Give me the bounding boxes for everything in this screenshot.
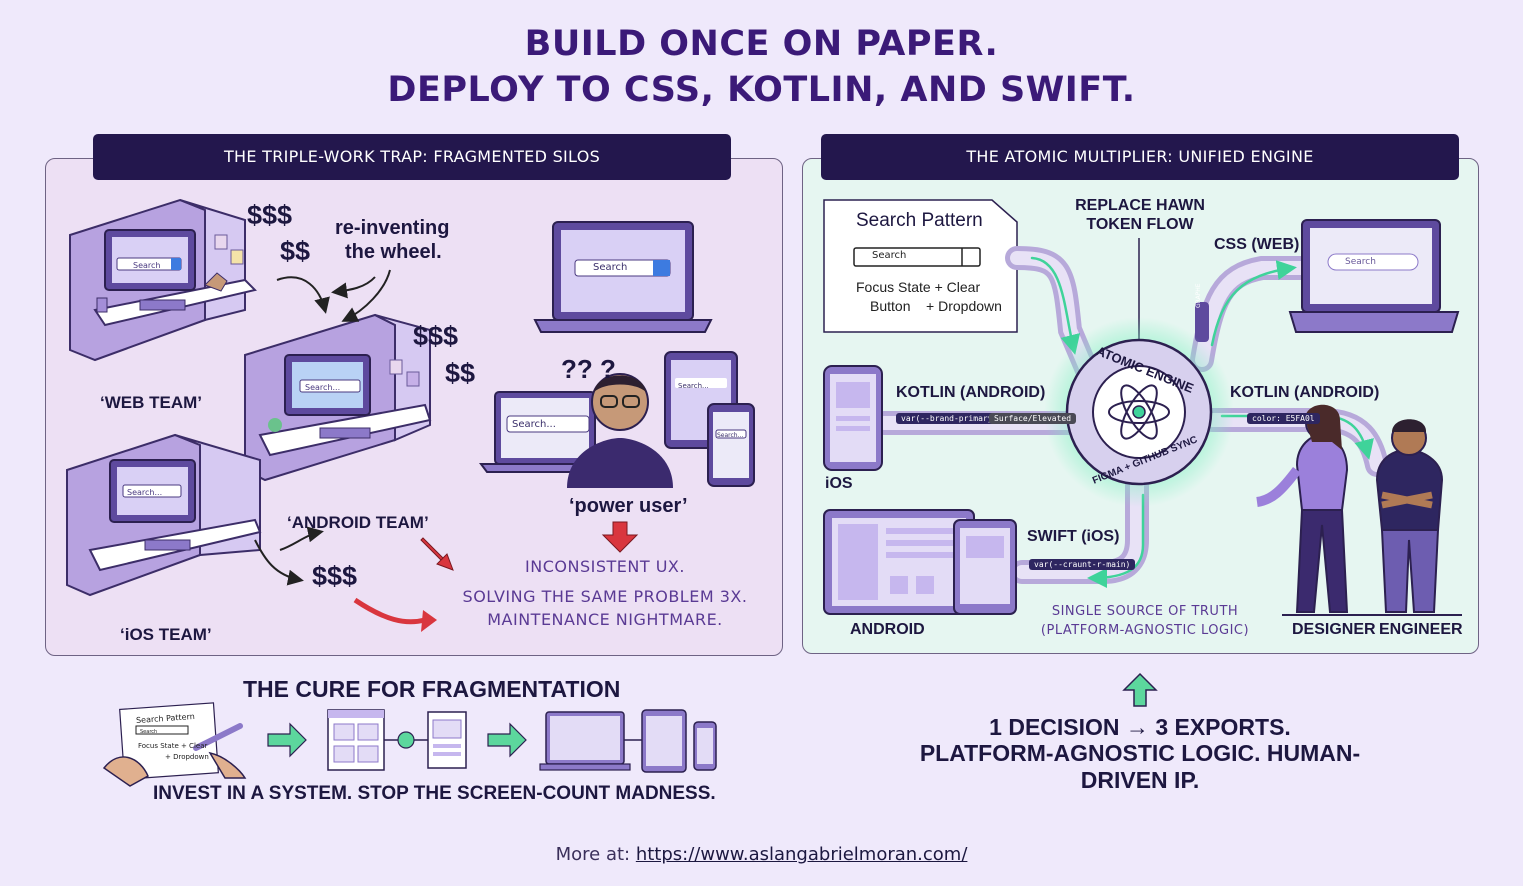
tablet-search-placeholder: Search...: [678, 382, 709, 390]
ios-phone-device: [823, 365, 883, 471]
ios-label: iOS: [825, 475, 853, 492]
atomic-engine-hub: [1044, 317, 1234, 507]
paper-sketch-title: Search Pattern: [856, 210, 983, 231]
android-team-label: ‘ANDROID TEAM’: [287, 513, 429, 532]
money-android-1: $$$: [413, 321, 458, 351]
platform-agnostic-logic-note: (PLATFORM-AGNOSTIC LOGIC): [1040, 623, 1250, 638]
ios-search-placeholder: Search...: [127, 488, 163, 497]
headline-line-2: DEPLOY TO CSS, KOTLIN, AND SWIFT.: [387, 70, 1136, 110]
ios-team-cubicle: [66, 433, 262, 597]
android-search-placeholder: Search...: [305, 383, 341, 392]
small-laptop-search-placeholder: Search...: [512, 419, 556, 430]
search-pattern-sketch: [823, 199, 1018, 333]
cure-sketch-paper: [102, 702, 247, 787]
power-user-avatar: [567, 373, 673, 488]
consequence-maintenance: MAINTENANCE NIGHTMARE.: [487, 610, 723, 629]
single-source-of-truth: SINGLE SOURCE OF TRUTH: [1051, 604, 1239, 619]
decision-line-2: PLATFORM-AGNOSTIC LOGIC. HUMAN-DRIVEN IP…: [919, 740, 1361, 793]
web-search-placeholder: Search: [133, 261, 161, 270]
swift-ios-label: SWIFT (iOS): [1027, 528, 1120, 545]
pipe-tag: GRAPHE: [1195, 283, 1202, 308]
cure-sketch-note-1: Focus State + Clear: [138, 742, 208, 750]
money-android-2: $$: [445, 358, 475, 388]
replace-token-flow-label: REPLACE HAWN TOKEN FLOW: [1075, 197, 1205, 233]
atomic-multiplier-banner: THE ATOMIC MULTIPLIER: UNIFIED ENGINE: [821, 134, 1459, 180]
css-search-placeholder: Search: [1345, 257, 1376, 267]
footer: More at: https://www.aslangabrielmoran.c…: [0, 844, 1523, 865]
css-web-laptop: [1288, 219, 1460, 333]
cure-tagline: INVEST IN A SYSTEM. STOP THE SCREEN-COUN…: [153, 783, 716, 804]
cure-sketch-note-2: + Dropdown: [165, 753, 209, 761]
token-chip-color: color: E5FA0l: [1247, 413, 1320, 424]
laptop-search-placeholder: Search: [593, 262, 628, 273]
kotlin-right-label: KOTLIN (ANDROID): [1230, 384, 1380, 401]
web-team-label: ‘WEB TEAM’: [100, 393, 202, 412]
paper-sketch-search: Search: [872, 250, 907, 261]
consequence-inconsistent-ux: INCONSISTENT UX.: [525, 557, 685, 576]
cure-process-illustration: [102, 702, 717, 787]
css-web-label: CSS (WEB): [1214, 236, 1300, 253]
android-tablet-device: [823, 509, 1017, 615]
up-arrow-icon: [1122, 672, 1158, 707]
headline-line-1: BUILD ONCE ON PAPER.: [524, 24, 999, 64]
designer-figure: [1256, 404, 1349, 613]
power-user-label: ‘power user’: [569, 495, 688, 517]
phone-search-placeholder: Search...: [717, 432, 744, 439]
consequence-same-problem: SOLVING THE SAME PROBLEM 3X.: [462, 587, 748, 606]
token-chip-swift: var(--craunt-r-main): [1029, 559, 1136, 570]
android-label: ANDROID: [850, 621, 925, 638]
web-team-cubicle: [69, 198, 257, 362]
reinventing-line-2: the wheel.: [345, 241, 442, 263]
money-ios: $$$: [312, 561, 357, 591]
designer-label: DESIGNER: [1292, 621, 1376, 638]
ios-team-label: ‘iOS TEAM’: [120, 625, 212, 644]
engineer-figure: [1375, 419, 1444, 613]
engineer-label: ENGINEER: [1379, 621, 1463, 638]
money-web-1: $$$: [247, 200, 292, 230]
unified-engine-illustration: [823, 199, 1462, 616]
paper-sketch-note-1: Focus State + Clear: [856, 279, 981, 295]
cure-title: THE CURE FOR FRAGMENTATION: [243, 676, 621, 702]
cure-wireframe-1: [327, 709, 385, 771]
decision-line-1: 1 DECISION → 3 EXPORTS.: [989, 714, 1291, 740]
cure-final-devices: [539, 709, 717, 773]
cure-sketch-search: Search: [140, 729, 158, 735]
footer-link[interactable]: https://www.aslangabrielmoran.com/: [635, 844, 968, 865]
fragmented-silos-illustration: ‘WEB TEAM’ ‘ANDROID TEAM’ ‘iOS TEAM’ $$$…: [66, 198, 755, 644]
cure-wireframe-2: [427, 711, 467, 769]
android-team-cubicle: [244, 313, 432, 482]
power-user-phone: [707, 403, 755, 487]
token-chip-brand-primary: var(--brand-primary): [896, 413, 1003, 424]
footer-prefix: More at:: [555, 844, 631, 865]
money-web-2: $$: [280, 236, 310, 266]
kotlin-left-label: KOTLIN (ANDROID): [896, 384, 1046, 401]
reinventing-line-1: re-inventing: [335, 217, 449, 239]
triple-work-trap-banner: THE TRIPLE-WORK TRAP: FRAGMENTED SILOS: [93, 134, 731, 180]
power-user-laptop: [533, 221, 713, 333]
paper-sketch-note-2: Button + Dropdown: [870, 298, 1002, 314]
token-chip-surface-elevated: Surface/Elevated: [989, 413, 1077, 424]
confused-question-marks: ?? ?: [561, 354, 616, 384]
